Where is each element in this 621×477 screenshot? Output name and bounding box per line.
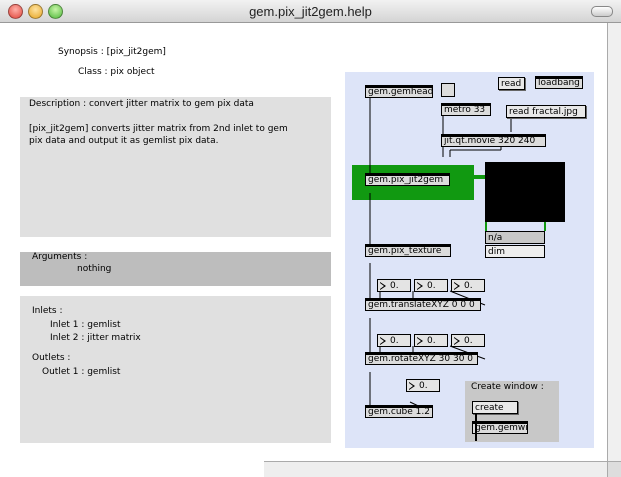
rotate-x-number[interactable]: 0. — [377, 334, 411, 347]
translate-y-number[interactable]: 0. — [414, 279, 448, 292]
toggle-box[interactable] — [441, 83, 455, 97]
pix-texture-object[interactable]: gem.pix_texture — [365, 244, 451, 257]
translate-z-number[interactable]: 0. — [451, 279, 485, 292]
description-line-2: [pix_jit2gem] converts jitter matrix fro… — [29, 124, 288, 134]
cube-object[interactable]: gem.cube 1.2 — [365, 405, 433, 418]
video-display — [485, 162, 565, 222]
synopsis-text: Synopsis : [pix_jit2gem] — [58, 47, 166, 57]
jit-qt-movie-object[interactable]: jit.qt.movie 320 240 — [441, 134, 546, 147]
gemwin-object[interactable]: gem.gemwin — [472, 421, 528, 434]
translate-xyz-object[interactable]: gem.translateXYZ 0 0 0 — [365, 298, 481, 311]
inlets-label: Inlets : — [32, 306, 63, 316]
loadbang-object[interactable]: loadbang — [535, 76, 583, 89]
rotate-z-number[interactable]: 0. — [451, 334, 485, 347]
arguments-panel: Arguments : nothing — [20, 252, 331, 286]
zoom-button[interactable] — [48, 4, 63, 19]
description-line-1: Description : convert jitter matrix to g… — [29, 99, 254, 109]
patcher-canvas[interactable]: Synopsis : [pix_jit2gem] Class : pix obj… — [0, 23, 607, 461]
description-line-3: pix data and output it as gemlist pix da… — [29, 136, 219, 146]
vertical-scrollbar[interactable] — [607, 23, 621, 461]
na-display: n/a — [485, 231, 545, 244]
toolbar-toggle-button[interactable] — [591, 6, 613, 17]
patch-area: gem.gemhead read loadbang metro 33 read … — [345, 72, 594, 448]
arguments-value: nothing — [77, 264, 112, 274]
class-text: Class : pix object — [78, 67, 155, 77]
rotate-y-number[interactable]: 0. — [414, 334, 448, 347]
horizontal-scrollbar[interactable] — [264, 461, 607, 477]
rotate-xyz-object[interactable]: gem.rotateXYZ 30 30 0 — [365, 352, 478, 365]
dim-message[interactable]: dim — [485, 245, 545, 258]
title-bar: gem.pix_jit2gem.help — [0, 0, 621, 23]
resize-handle[interactable] — [607, 461, 621, 477]
create-cord — [475, 413, 477, 441]
inlet-1-text: Inlet 1 : gemlist — [50, 320, 121, 330]
create-window-panel: Create window : create gem.gemwin — [465, 381, 559, 442]
inlet-2-text: Inlet 2 : jitter matrix — [50, 333, 141, 343]
minimize-button[interactable] — [28, 4, 43, 19]
metro-object[interactable]: metro 33 — [441, 103, 491, 116]
read-message[interactable]: read — [498, 77, 525, 90]
outlet-1-text: Outlet 1 : gemlist — [42, 367, 121, 377]
inlets-outlets-panel: Inlets : Inlet 1 : gemlist Inlet 2 : jit… — [20, 296, 331, 443]
pix-jit2gem-object[interactable]: gem.pix_jit2gem — [365, 173, 450, 186]
description-panel: Description : convert jitter matrix to g… — [20, 97, 331, 237]
translate-x-number[interactable]: 0. — [377, 279, 411, 292]
window-title: gem.pix_jit2gem.help — [249, 4, 372, 19]
gemhead-object[interactable]: gem.gemhead — [365, 85, 433, 98]
close-button[interactable] — [8, 4, 23, 19]
create-message[interactable]: create — [472, 401, 518, 414]
arguments-label: Arguments : — [32, 252, 88, 262]
read-fractal-message[interactable]: read fractal.jpg — [506, 105, 586, 118]
outlets-label: Outlets : — [32, 353, 71, 363]
cube-size-number[interactable]: 0. — [406, 379, 440, 392]
create-window-label: Create window : — [471, 382, 544, 392]
